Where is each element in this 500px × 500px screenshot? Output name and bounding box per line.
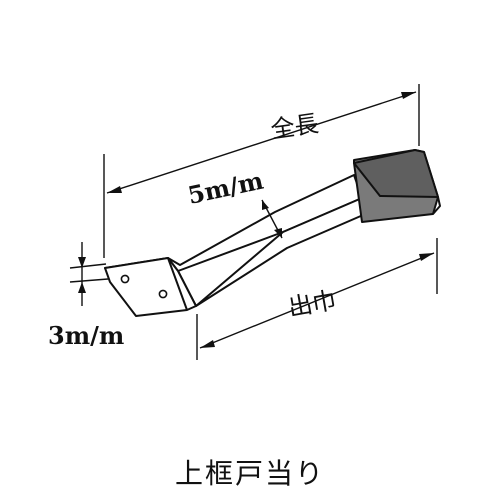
thickness-arrow-bottom: [78, 282, 86, 293]
thickness-extension-bottom: [69, 278, 109, 283]
thickness-label: 3m/m: [48, 321, 124, 350]
dimension-arrows: [78, 92, 434, 348]
thickness-extension-top: [69, 263, 107, 269]
mounting-hole-1: [120, 274, 130, 284]
diagram-caption: 上框戸当り: [174, 457, 325, 490]
overall-length-label: 全長: [269, 110, 320, 144]
projection-label: 出巾: [286, 286, 338, 322]
width-arrow-bottom: [274, 228, 282, 238]
mounting-hole-2: [158, 289, 168, 299]
plate-fold-line: [167, 257, 188, 311]
length-arrow-left: [107, 186, 122, 193]
thickness-arrow-top: [78, 257, 86, 268]
projection-arrow-right: [419, 253, 434, 261]
dimension-lines: [69, 84, 438, 360]
width-label: 5m/m: [185, 166, 266, 210]
projection-dimension-line: [199, 252, 435, 349]
stop-pad: [353, 149, 441, 223]
length-arrow-right: [401, 92, 416, 99]
projection-arrow-left: [200, 340, 215, 348]
stop-pad-lip: [432, 196, 441, 215]
length-dimension-line: [106, 91, 417, 194]
width-arrow-top: [262, 200, 269, 210]
stop-pad-top: [353, 149, 439, 198]
bracket-arm-top-face: [104, 174, 363, 272]
bracket-body: [104, 174, 371, 317]
